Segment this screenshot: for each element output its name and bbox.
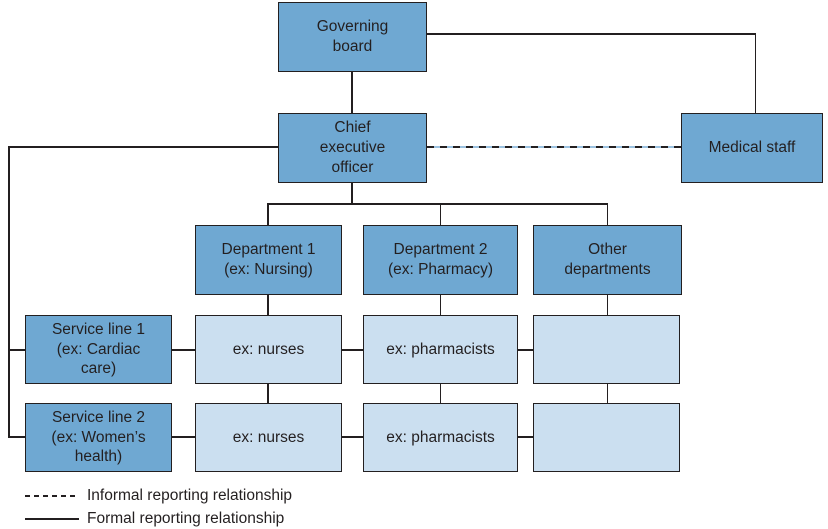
connector-empty-1-to-empty-2 [606, 384, 608, 403]
connector-service-line-1-to-nurses-1 [172, 349, 195, 351]
connector-drop-other-departments [606, 203, 608, 225]
connector-service-line-2-to-nurses-2 [172, 436, 195, 438]
node-pharmacists-row-2: ex: pharmacists [363, 403, 518, 472]
legend-formal-label: Formal reporting relationship [87, 509, 285, 527]
connector-medical-staff-drop [754, 33, 756, 113]
connector-nurses-1-to-nurses-2 [267, 384, 269, 403]
node-pharmacists-row-1: ex: pharmacists [363, 315, 518, 384]
node-service-line-1: Service line 1 (ex: Cardiac care) [25, 315, 172, 384]
connector-rail-to-service-line-1 [8, 349, 25, 351]
connector-pharmacists-2-to-empty-2 [518, 436, 533, 438]
connector-ceo-to-medical-staff-dashed [427, 146, 681, 148]
connector-governing-board-to-ceo [351, 72, 353, 113]
connector-other-to-empty-1 [606, 295, 608, 315]
node-department-2: Department 2 (ex: Pharmacy) [363, 225, 518, 295]
node-nurses-row-2: ex: nurses [195, 403, 342, 472]
node-department-1: Department 1 (ex: Nursing) [195, 225, 342, 295]
connector-left-rail [8, 146, 10, 437]
legend-informal-label: Informal reporting relationship [87, 486, 293, 504]
connector-department-2-to-pharmacists-1 [439, 295, 441, 315]
node-other-departments: Other departments [533, 225, 682, 295]
node-empty-row-2 [533, 403, 680, 472]
legend-row-informal: Informal reporting relationship [25, 486, 292, 505]
node-service-line-2: Service line 2 (ex: Women’s health) [25, 403, 172, 472]
legend: Informal reporting relationship Formal r… [25, 486, 292, 528]
legend-row-formal: Formal reporting relationship [25, 509, 292, 528]
node-empty-row-1 [533, 315, 680, 384]
dashed-line-swatch [25, 494, 79, 497]
connector-ceo-drop [351, 183, 353, 204]
node-nurses-row-1: ex: nurses [195, 315, 342, 384]
connector-governing-board-to-medical-staff-horizontal [427, 33, 756, 35]
node-governing-board: Governing board [278, 2, 427, 72]
solid-line-swatch [25, 517, 79, 520]
node-chief-executive-officer: Chief executive officer [278, 113, 427, 183]
connector-rail-to-service-line-2 [8, 436, 25, 438]
connector-pharmacists-1-to-pharmacists-2 [439, 384, 441, 403]
connector-ceo-left-stub [8, 146, 278, 148]
connector-drop-department-1 [267, 203, 269, 225]
connector-nurses-1-to-pharmacists-1 [342, 349, 363, 351]
connector-department-distribution [267, 203, 608, 205]
connector-drop-department-2 [439, 203, 441, 225]
connector-nurses-2-to-pharmacists-2 [342, 436, 363, 438]
connector-pharmacists-1-to-empty-1 [518, 349, 533, 351]
node-medical-staff: Medical staff [681, 113, 823, 183]
connector-department-1-to-nurses-1 [267, 295, 269, 315]
